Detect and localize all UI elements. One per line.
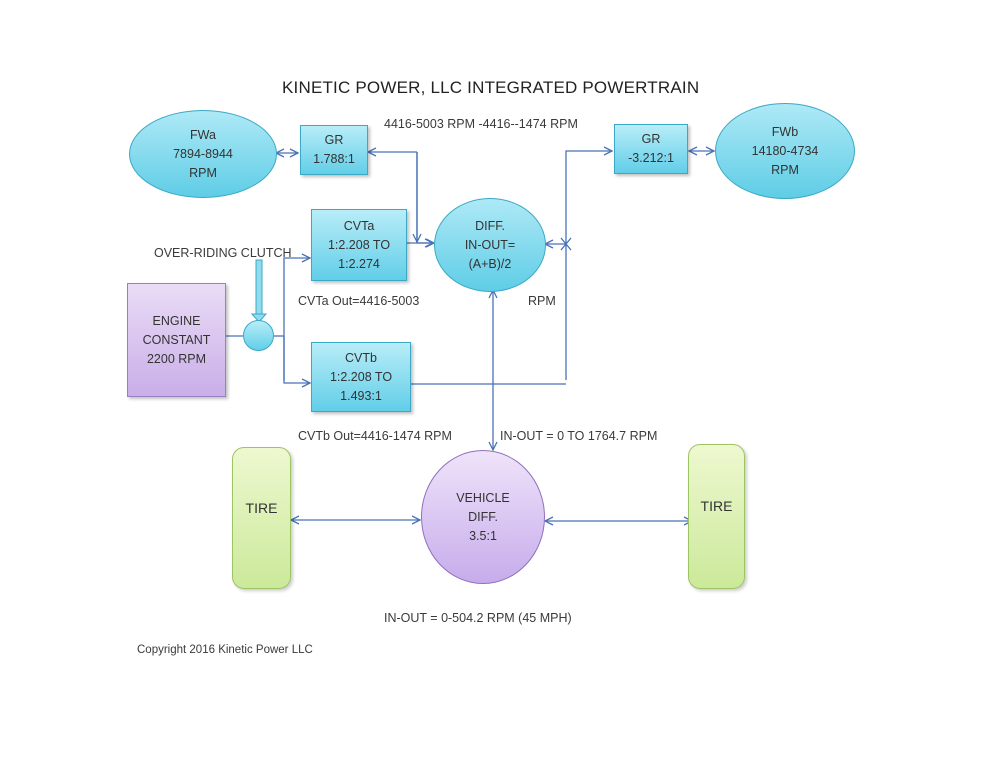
differential-name: DIFF. [475, 218, 505, 233]
cvt-b-name: CVTb [345, 350, 377, 365]
split-cvta-link [283, 258, 310, 380]
tire-left-label: TIRE [245, 499, 278, 516]
cvt-a-ratio-from: 1:2.208 TO [327, 237, 391, 252]
gra-diff-link [416, 152, 434, 243]
rpm-label: RPM [528, 294, 556, 308]
flywheel-b: FWb 14180-4734 RPM [715, 103, 855, 199]
cvt-b: CVTb 1:2.208 TO 1.493:1 [311, 342, 411, 412]
flywheel-b-name: FWb [771, 124, 799, 139]
flywheel-b-rpm: 14180-4734 [751, 143, 819, 158]
diagram-title: KINETIC POWER, LLC INTEGRATED POWERTRAIN [282, 78, 700, 97]
gear-ratio-a-value: 1.788:1 [313, 152, 355, 166]
grb-cross-b [560, 237, 572, 251]
copyright-notice: Copyright 2016 Kinetic Power LLC [137, 644, 313, 656]
gear-ratio-a: GR 1.788:1 [300, 125, 368, 175]
overriding-clutch-label: OVER-RIDING CLUTCH [154, 246, 292, 260]
cvt-a-ratio-to: 1:2.274 [338, 256, 380, 271]
flywheel-a-rpm: 7894-8944 [173, 146, 233, 161]
cvta-output-label: CVTa Out=4416-5003 [298, 294, 420, 308]
cvtb-output-label: CVTb Out=4416-1474 RPM [298, 429, 452, 443]
gear-ratio-b: GR -3.212:1 [614, 124, 688, 174]
gear-ratio-b-label: GR [641, 132, 661, 146]
clutch-input-arrow [250, 259, 268, 323]
tire-right: TIRE [688, 444, 745, 589]
flywheel-a-unit: RPM [189, 165, 217, 180]
flywheel-a-name: FWa [190, 127, 216, 142]
engine-rpm: 2200 RPM [146, 351, 207, 366]
tire-right-label: TIRE [700, 498, 733, 514]
vehicle-differential-name: VEHICLE [456, 490, 510, 505]
vehicle-output-label: IN-OUT = 0-504.2 RPM (45 MPH) [384, 611, 572, 625]
differential: DIFF. IN-OUT= (A+B)/2 [434, 198, 546, 292]
cvt-b-ratio-to: 1.493:1 [340, 388, 382, 403]
gear-ratio-a-label: GR [324, 133, 344, 147]
engine: ENGINE CONSTANT 2200 RPM [127, 283, 226, 397]
vehicle-differential-type: DIFF. [468, 509, 498, 524]
tire-left: TIRE [232, 447, 291, 589]
engine-name: ENGINE [152, 313, 201, 328]
gear-ratio-b-value: -3.212:1 [628, 151, 674, 165]
diff-output-label: IN-OUT = 0 TO 1764.7 RPM [500, 429, 658, 443]
cvt-a: CVTa 1:2.208 TO 1:2.274 [311, 209, 407, 281]
differential-formula-label: IN-OUT= [464, 237, 516, 252]
flywheel-b-unit: RPM [771, 162, 799, 177]
differential-formula: (A+B)/2 [468, 256, 512, 271]
grb-link [565, 151, 612, 380]
engine-mode: CONSTANT [142, 332, 211, 347]
vehicle-differential: VEHICLE DIFF. 3.5:1 [421, 450, 545, 584]
vehicle-differential-ratio: 3.5:1 [469, 528, 497, 543]
overriding-clutch [243, 320, 274, 351]
flywheel-a: FWa 7894-8944 RPM [129, 110, 277, 198]
cvt-b-ratio-from: 1:2.208 TO [329, 369, 393, 384]
split-cvtb-link [283, 336, 310, 383]
cvt-a-name: CVTa [343, 218, 375, 233]
top-rpm-label: 4416-5003 RPM -4416--1474 RPM [384, 117, 578, 131]
